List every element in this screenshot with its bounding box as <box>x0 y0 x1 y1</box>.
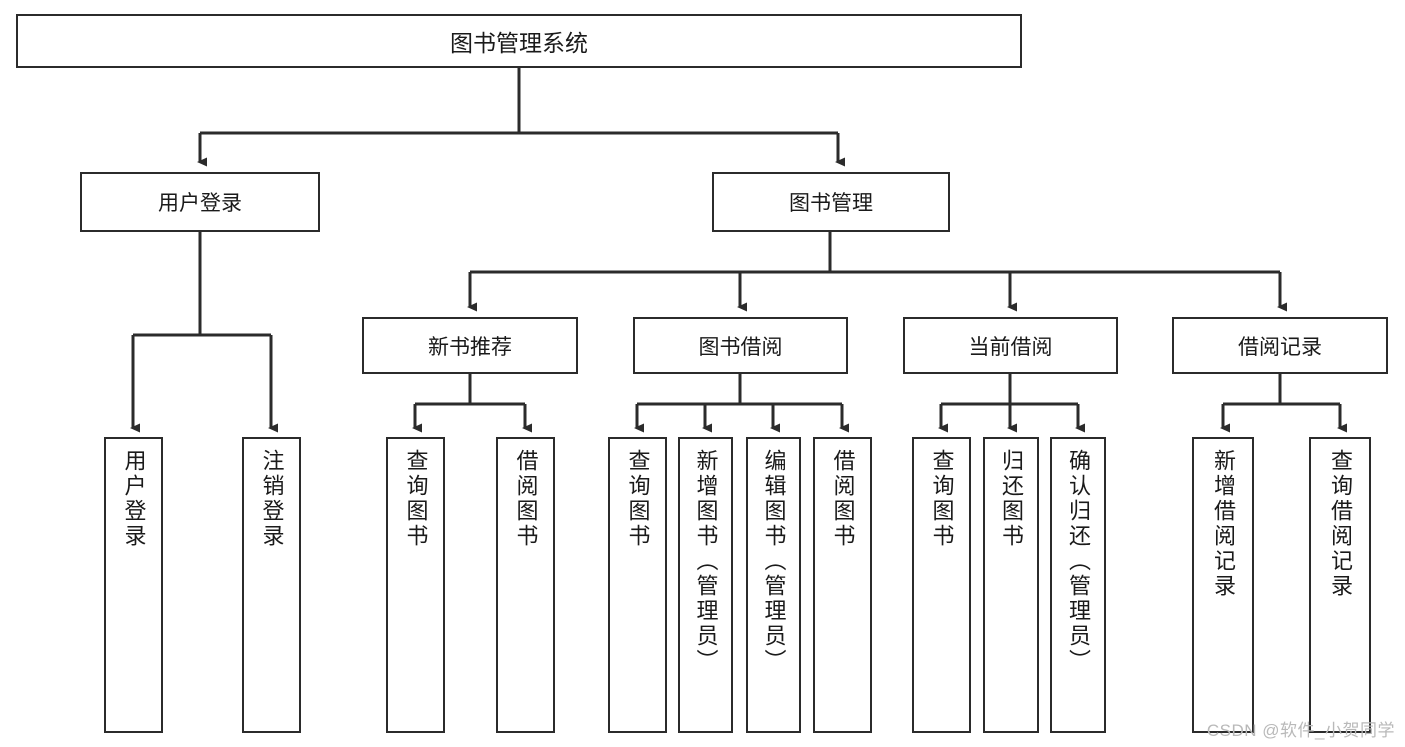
leaf-current-confirm-return[interactable]: 确认归还（管理员） <box>1050 437 1106 733</box>
leaf-recommend-borrow-book-label: 借阅图书 <box>513 449 539 549</box>
leaf-record-add[interactable]: 新增借阅记录 <box>1192 437 1254 733</box>
leaf-record-query[interactable]: 查询借阅记录 <box>1309 437 1371 733</box>
node-borrow-record[interactable]: 借阅记录 <box>1172 317 1388 374</box>
leaf-current-return-book-label: 归还图书 <box>999 449 1024 549</box>
node-book-management[interactable]: 图书管理 <box>712 172 950 232</box>
node-current-borrow[interactable]: 当前借阅 <box>903 317 1118 374</box>
leaf-record-add-label: 新增借阅记录 <box>1211 449 1236 599</box>
leaf-borrow-query-book-label: 查询图书 <box>625 449 651 549</box>
leaf-current-return-book[interactable]: 归还图书 <box>983 437 1039 733</box>
leaf-current-query-book-label: 查询图书 <box>929 449 955 549</box>
leaf-user-login-label: 用户登录 <box>121 449 147 549</box>
leaf-current-query-book[interactable]: 查询图书 <box>912 437 971 733</box>
leaf-logout[interactable]: 注销登录 <box>242 437 301 733</box>
node-new-book-recommend[interactable]: 新书推荐 <box>362 317 578 374</box>
leaf-recommend-query-book[interactable]: 查询图书 <box>386 437 445 733</box>
leaf-borrow-borrow-book[interactable]: 借阅图书 <box>813 437 872 733</box>
node-new-book-recommend-label: 新书推荐 <box>428 335 512 359</box>
leaf-borrow-query-book[interactable]: 查询图书 <box>608 437 667 733</box>
node-user-login-label: 用户登录 <box>158 192 242 215</box>
watermark: CSDN @软件_小贺同学 <box>1206 721 1395 740</box>
node-user-login[interactable]: 用户登录 <box>80 172 320 232</box>
leaf-user-login[interactable]: 用户登录 <box>104 437 163 733</box>
leaf-borrow-borrow-book-label: 借阅图书 <box>830 449 856 549</box>
leaf-recommend-query-book-label: 查询图书 <box>403 449 429 549</box>
node-root-label: 图书管理系统 <box>450 30 588 56</box>
leaf-recommend-borrow-book[interactable]: 借阅图书 <box>496 437 555 733</box>
leaf-logout-label: 注销登录 <box>259 449 285 549</box>
leaf-borrow-add-book-label: 新增图书（管理员） <box>693 449 719 674</box>
node-root[interactable]: 图书管理系统 <box>16 14 1022 68</box>
node-current-borrow-label: 当前借阅 <box>968 335 1053 359</box>
node-book-borrow[interactable]: 图书借阅 <box>633 317 848 374</box>
leaf-record-query-label: 查询借阅记录 <box>1328 449 1353 599</box>
node-book-borrow-label: 图书借阅 <box>698 335 783 359</box>
leaf-borrow-add-book[interactable]: 新增图书（管理员） <box>678 437 733 733</box>
node-borrow-record-label: 借阅记录 <box>1238 335 1322 359</box>
leaf-borrow-edit-book[interactable]: 编辑图书（管理员） <box>746 437 801 733</box>
leaf-current-confirm-return-label: 确认归还（管理员） <box>1066 449 1091 674</box>
leaf-borrow-edit-book-label: 编辑图书（管理员） <box>761 449 787 674</box>
node-book-management-label: 图书管理 <box>789 192 873 215</box>
